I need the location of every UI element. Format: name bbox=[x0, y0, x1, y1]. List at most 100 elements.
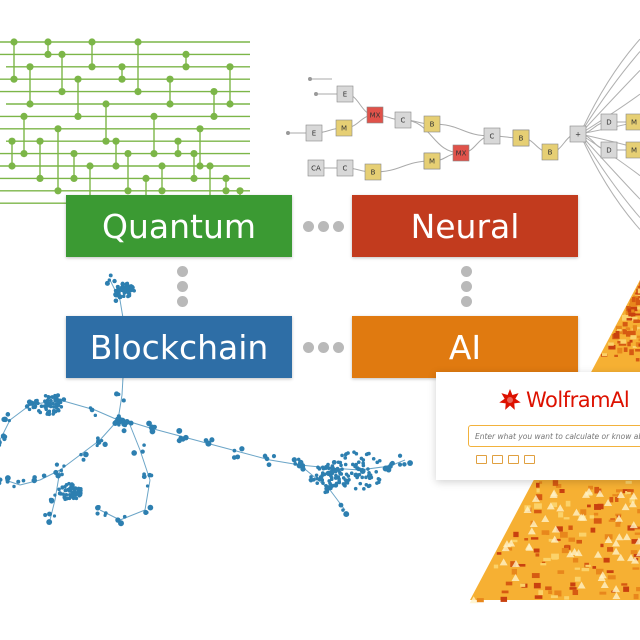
automaton-cell bbox=[578, 532, 587, 537]
automaton-cell bbox=[574, 576, 581, 582]
network-node bbox=[124, 418, 130, 425]
network-node bbox=[95, 443, 99, 448]
automaton-cell bbox=[533, 548, 540, 553]
automaton-cell bbox=[621, 583, 628, 586]
input-tool-icon[interactable] bbox=[492, 455, 503, 464]
network-node bbox=[104, 280, 110, 286]
network-node bbox=[102, 441, 108, 447]
automaton-cell bbox=[629, 339, 633, 343]
input-tool-icon[interactable] bbox=[508, 455, 519, 464]
control-dot bbox=[142, 174, 150, 182]
network-node bbox=[0, 481, 2, 486]
automaton-cell bbox=[613, 332, 619, 339]
connector-dot bbox=[318, 342, 329, 353]
target-dot bbox=[10, 75, 18, 83]
automaton-cell bbox=[590, 527, 596, 533]
target-dot bbox=[20, 150, 28, 158]
automaton-cell bbox=[637, 288, 640, 294]
network-node bbox=[103, 511, 108, 516]
automaton-cell bbox=[510, 539, 518, 543]
graph-edge bbox=[431, 123, 493, 137]
network-node bbox=[118, 420, 122, 425]
automaton-cell bbox=[535, 553, 540, 557]
automaton-cell bbox=[631, 309, 635, 315]
automaton-cell bbox=[615, 514, 624, 522]
network-node bbox=[83, 451, 89, 458]
control-dot bbox=[26, 63, 34, 71]
automaton-cell bbox=[612, 585, 621, 593]
automaton-cell bbox=[625, 331, 631, 337]
neural-tile: Neural bbox=[352, 195, 578, 257]
control-dot bbox=[222, 174, 230, 182]
network-node bbox=[264, 456, 270, 462]
automaton-cell bbox=[601, 353, 608, 357]
connector-dot bbox=[303, 221, 314, 232]
network-edge bbox=[94, 409, 119, 421]
network-node bbox=[300, 464, 304, 468]
network-node bbox=[343, 511, 350, 518]
input-tool-icon[interactable] bbox=[476, 455, 487, 464]
network-node bbox=[321, 481, 325, 485]
automaton-cell bbox=[626, 318, 633, 321]
automaton-cell bbox=[635, 297, 640, 300]
automaton-cell bbox=[632, 567, 640, 570]
automaton-cell bbox=[570, 548, 579, 556]
automaton-cell bbox=[596, 568, 604, 575]
network-node bbox=[118, 520, 124, 527]
automaton-cell bbox=[505, 581, 513, 586]
input-tool-icon[interactable] bbox=[524, 455, 535, 464]
ai-tile: AI bbox=[352, 316, 578, 378]
network-node bbox=[354, 462, 358, 467]
target-dot bbox=[226, 100, 234, 108]
network-node bbox=[64, 483, 69, 487]
network-node bbox=[362, 487, 366, 491]
network-node bbox=[266, 462, 272, 468]
automaton-cell bbox=[604, 535, 613, 543]
automaton-cell bbox=[585, 564, 591, 567]
network-edge bbox=[59, 454, 81, 471]
target-dot bbox=[182, 63, 190, 71]
network-node bbox=[46, 395, 51, 399]
network-node bbox=[354, 451, 359, 456]
connector-dot bbox=[461, 266, 472, 277]
automaton-cell bbox=[631, 296, 636, 303]
control-dot bbox=[174, 137, 182, 145]
wolfram-search-input[interactable] bbox=[468, 425, 640, 447]
network-node bbox=[113, 298, 119, 304]
target-dot bbox=[222, 187, 230, 195]
automaton-cell bbox=[615, 533, 624, 541]
automaton-cell bbox=[569, 587, 577, 590]
wolfram-alpha-name: WolframAl bbox=[526, 388, 630, 412]
automaton-cell bbox=[541, 561, 546, 564]
target-dot bbox=[166, 100, 174, 108]
automaton-cell bbox=[630, 335, 637, 340]
automaton-cell bbox=[524, 538, 529, 541]
network-node bbox=[319, 475, 324, 480]
network-node bbox=[322, 472, 327, 477]
network-node bbox=[126, 294, 130, 299]
automaton-cell bbox=[511, 560, 520, 568]
network-node bbox=[44, 403, 49, 408]
control-dot bbox=[20, 112, 28, 120]
graph-edge bbox=[579, 133, 640, 230]
network-node bbox=[145, 510, 149, 515]
control-dot bbox=[70, 150, 78, 158]
automaton-cell bbox=[600, 580, 609, 588]
automaton-cell bbox=[551, 525, 560, 533]
automaton-cell bbox=[629, 521, 638, 529]
network-node bbox=[44, 407, 49, 412]
network-node bbox=[108, 273, 113, 278]
automaton-cell bbox=[635, 349, 640, 352]
graph-node bbox=[307, 159, 325, 177]
network-node bbox=[315, 481, 320, 485]
automaton-cell bbox=[628, 500, 637, 508]
network-node bbox=[397, 453, 403, 458]
network-node bbox=[24, 404, 30, 409]
automaton-cell bbox=[534, 595, 543, 599]
automaton-cell bbox=[561, 547, 569, 554]
automaton-cell bbox=[565, 500, 571, 507]
network-node bbox=[359, 456, 364, 461]
network-node bbox=[385, 465, 390, 470]
network-node bbox=[356, 467, 361, 472]
network-node bbox=[320, 465, 325, 470]
